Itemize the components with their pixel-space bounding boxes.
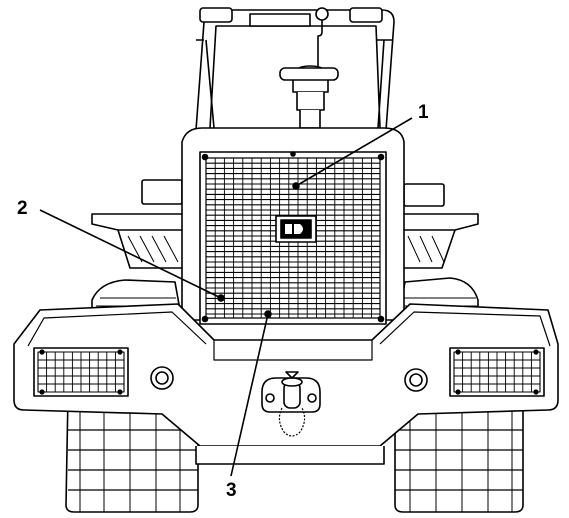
callout-label-3: 3	[226, 480, 237, 501]
tow-eye-right	[404, 368, 428, 392]
fender-right	[394, 213, 479, 269]
cab	[141, 7, 445, 207]
work-lamp-right	[449, 347, 545, 397]
tow-eye-left	[150, 366, 174, 390]
tow-hitch-icon	[261, 371, 321, 437]
callout-leader-3	[230, 310, 272, 477]
callout-leader-2	[39, 209, 225, 302]
radiator-grille	[199, 151, 387, 325]
tyre-right	[394, 394, 524, 513]
jcb-logo-icon	[275, 215, 317, 243]
callout-label-1: 1	[418, 102, 429, 123]
front-bumper	[13, 303, 559, 465]
callout-label-2: 2	[17, 198, 28, 219]
tyre-left	[65, 394, 199, 513]
work-lamp-left	[33, 347, 129, 397]
fender-left	[91, 213, 187, 269]
callout-leader-1	[292, 117, 413, 190]
